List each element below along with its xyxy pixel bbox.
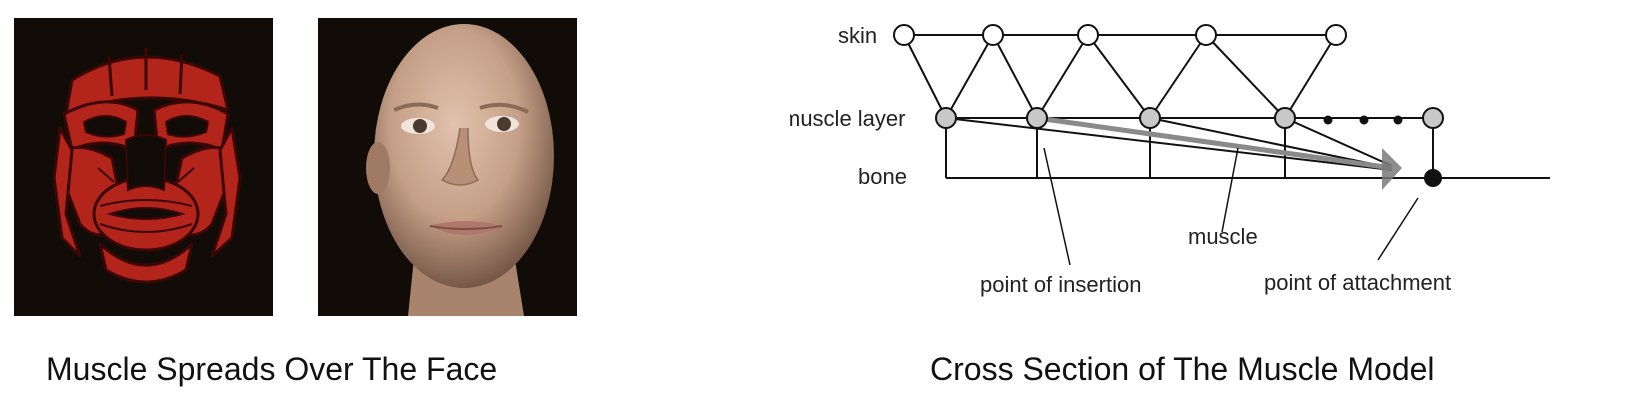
caption-muscle-spreads: Muscle Spreads Over The Face (46, 351, 498, 387)
muscle-layer-node (1026, 107, 1048, 129)
label-point-of-insertion: point of insertion (980, 272, 1141, 297)
muscle-mask-image (14, 18, 273, 316)
skin-node (893, 24, 915, 46)
label-bone: bone (858, 164, 907, 189)
caption-cross-section: Cross Section of The Muscle Model (930, 351, 1435, 387)
muscle-layer-node (1274, 107, 1296, 129)
skin-node (1195, 24, 1217, 46)
label-muscle-layer: muscle layer (790, 106, 905, 131)
label-point-of-attachment: point of attachment (1264, 270, 1451, 295)
face-render-image (318, 18, 577, 316)
muscle-model-cross-section: skin muscle layer bone muscle point of i… (790, 23, 1550, 297)
attachment-node (1424, 169, 1442, 187)
skin-node (1325, 24, 1347, 46)
muscle-layer-node (1139, 107, 1161, 129)
ellipsis-dots (1323, 115, 1403, 125)
skin-node (982, 24, 1004, 46)
muscle-vector (1036, 115, 1393, 171)
muscle-layer-node (935, 107, 957, 129)
skin-node (1077, 24, 1099, 46)
label-skin: skin (838, 23, 877, 48)
muscle-arrowhead (1382, 148, 1402, 190)
label-muscle: muscle (1188, 224, 1258, 249)
muscle-layer-node (1422, 107, 1444, 129)
